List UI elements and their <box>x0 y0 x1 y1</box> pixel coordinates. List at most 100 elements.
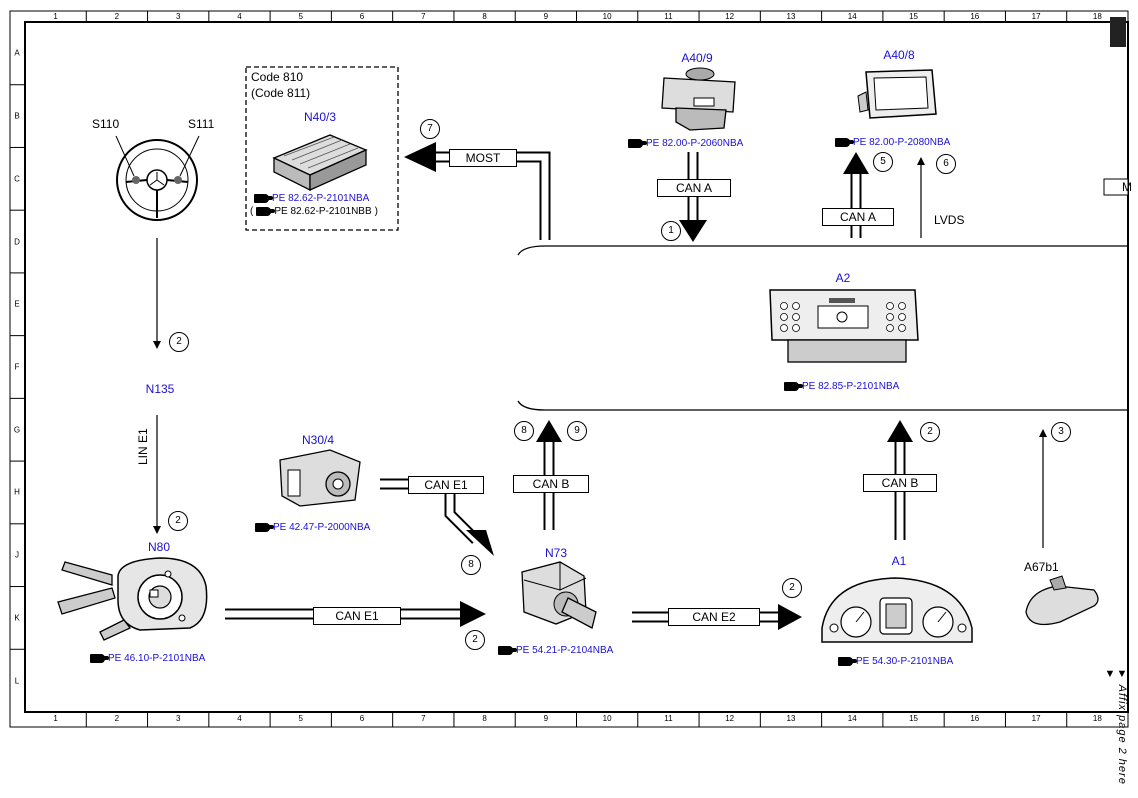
affix-page-note: ▼ Affix page 2 here ▼ <box>1104 668 1128 785</box>
grid-column-label: 17 <box>1031 12 1041 21</box>
a40-9-unit-icon <box>661 67 736 131</box>
a2-reference[interactable]: PE 82.85-P-2101NBA <box>784 381 899 392</box>
grid-column-label: 10 <box>602 714 612 723</box>
steering-column-module-icon <box>57 557 208 641</box>
grid-row-label: A <box>14 48 20 58</box>
grid-column-label: 2 <box>114 12 120 21</box>
grid-column-label: 17 <box>1031 714 1041 723</box>
n40-3-reference[interactable]: PE 82.62-P-2101NBA <box>254 193 369 204</box>
lvds-label: LVDS <box>934 213 965 227</box>
callout-2-a2: 2 <box>920 422 940 442</box>
n30-4-label: N30/4 <box>301 433 335 447</box>
n80-label: N80 <box>147 540 171 554</box>
page-tab-icon <box>1110 17 1126 47</box>
grid-column-label: 7 <box>421 12 426 21</box>
grid-row-label: C <box>14 174 20 184</box>
n73-reference[interactable]: PE 54.21-P-2104NBA <box>498 645 613 656</box>
a1-instrument-cluster-icon <box>821 577 973 643</box>
grid-column-label: 13 <box>786 12 796 21</box>
pointing-hand-icon <box>255 523 274 532</box>
pointing-hand-icon <box>256 207 276 216</box>
grid-row-label: G <box>13 425 21 435</box>
grid-column-label: 14 <box>847 12 857 21</box>
grid-ticks <box>10 11 1068 727</box>
grid-column-label: 7 <box>421 714 426 723</box>
grid-column-label: 1 <box>53 714 58 723</box>
grid-column-label: 15 <box>909 714 918 723</box>
a1-reference[interactable]: PE 54.30-P-2101NBA <box>838 656 953 667</box>
callout-2-n80: 2 <box>168 511 188 531</box>
a2-label: A2 <box>835 271 851 285</box>
can-e2-bus-label: CAN E2 <box>668 608 760 626</box>
grid-column-label: 5 <box>298 714 303 723</box>
pointing-hand-icon <box>838 657 857 666</box>
n40-3-reference-alt[interactable]: (PE 82.62-P-2101NBB) <box>250 206 378 217</box>
pointing-hand-icon <box>628 139 647 148</box>
grid-row-label: K <box>14 613 20 623</box>
steering-wheel-icon <box>115 135 200 221</box>
can-a-bus-label-2: CAN A <box>822 208 894 226</box>
can-e1-bus-label-top: CAN E1 <box>408 476 484 494</box>
can-e1-bus-label-bottom: CAN E1 <box>313 607 401 625</box>
region-divider-bottom <box>517 400 1128 411</box>
grid-row-label: H <box>14 487 20 497</box>
a40-8-reference[interactable]: PE 82.00-P-2080NBA <box>835 137 950 148</box>
grid-column-label: 18 <box>1092 12 1102 21</box>
option-box-border <box>245 66 399 231</box>
can-a-bus-label-1: CAN A <box>657 179 731 197</box>
grid-row-label: D <box>14 237 20 247</box>
grid-column-label: 9 <box>543 714 549 723</box>
grid-column-label: 8 <box>482 714 487 723</box>
grid-column-label: 11 <box>664 12 673 21</box>
a40-8-display-icon <box>857 69 937 119</box>
a67b1-sensor-icon <box>1025 575 1099 626</box>
callout-5: 5 <box>873 152 893 172</box>
grid-column-label: 2 <box>114 714 120 723</box>
lin-e1-label: LIN E1 <box>136 428 150 465</box>
option-code: Code 810 <box>251 70 304 84</box>
grid-column-label: 15 <box>909 12 918 21</box>
grid-column-label: 6 <box>359 12 365 21</box>
callout-3: 3 <box>1051 422 1071 442</box>
pointing-hand-icon <box>90 654 109 663</box>
cut-off-label: M <box>1122 180 1132 194</box>
grid-row-label: E <box>14 299 20 309</box>
a2-head-unit-icon <box>769 289 919 363</box>
grid-column-label: 3 <box>175 12 181 21</box>
grid-row-label: F <box>14 362 20 372</box>
a40-9-reference[interactable]: PE 82.00-P-2060NBA <box>628 138 743 149</box>
grid-column-label: 4 <box>237 714 242 723</box>
a67b1-label: A67b1 <box>1024 560 1059 574</box>
a1-label: A1 <box>891 554 907 568</box>
grid-column-label: 16 <box>970 714 980 723</box>
grid-column-label: 5 <box>298 12 303 21</box>
a40-8-label: A40/8 <box>883 48 915 62</box>
grid-column-label: 1 <box>53 12 58 21</box>
callout-2-n135: 2 <box>169 332 189 352</box>
callout-9: 9 <box>567 421 587 441</box>
n30-4-sensor-icon <box>279 449 361 507</box>
grid-column-label: 11 <box>664 714 673 723</box>
n135-label: N135 <box>145 382 175 396</box>
n40-3-label: N40/3 <box>303 110 337 124</box>
callout-7: 7 <box>420 119 440 139</box>
grid-row-label: J <box>15 550 19 560</box>
callout-6: 6 <box>936 154 956 174</box>
callout-8-top: 8 <box>514 421 534 441</box>
n30-4-reference[interactable]: PE 42.47-P-2000NBA <box>255 522 370 533</box>
grid-column-label: 9 <box>543 12 549 21</box>
n80-reference[interactable]: PE 46.10-P-2101NBA <box>90 653 205 664</box>
n73-label: N73 <box>544 546 568 560</box>
callout-1: 1 <box>661 221 681 241</box>
grid-column-label: 14 <box>847 714 857 723</box>
pointing-hand-icon <box>784 382 803 391</box>
pointing-hand-icon <box>254 194 273 203</box>
a40-9-label: A40/9 <box>681 51 713 65</box>
s111-label: S111 <box>188 117 215 131</box>
callout-8-bottom: 8 <box>461 555 481 575</box>
callout-2-n73: 2 <box>465 630 485 650</box>
grid-column-label: 6 <box>359 714 365 723</box>
s110-label: S110 <box>92 117 120 131</box>
grid-row-label: B <box>14 111 20 121</box>
